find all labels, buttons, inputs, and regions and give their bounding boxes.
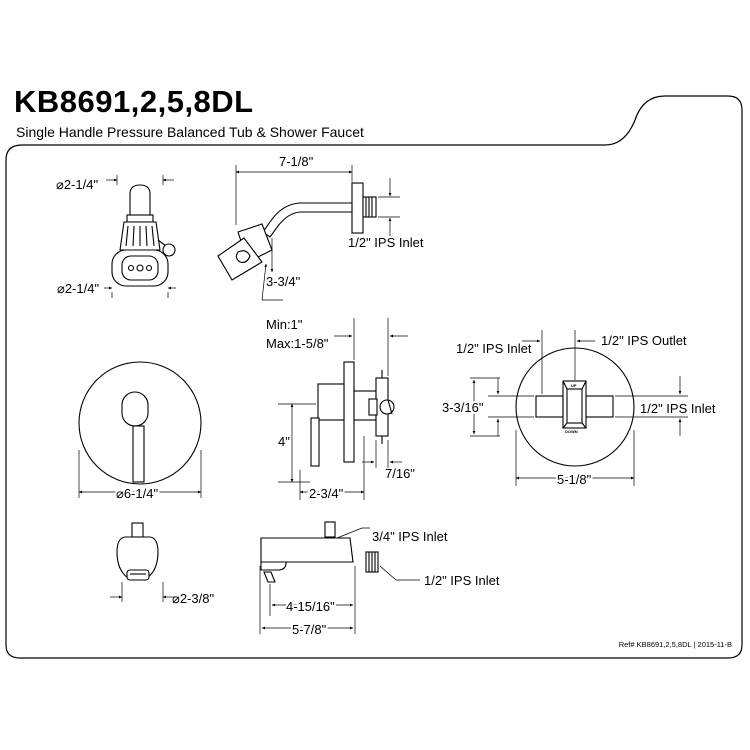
shower-arm-side-view bbox=[217, 182, 377, 281]
spout-reach: 4-15/16" bbox=[286, 599, 335, 614]
showerhead-front-view bbox=[111, 184, 176, 287]
valve-body-dimensions bbox=[470, 330, 688, 486]
shower-arm-length: 7-1/8" bbox=[279, 154, 314, 169]
spout-length: 5-7/8" bbox=[292, 622, 327, 637]
valve-trim-diameter: ⌀6-1/4" bbox=[116, 486, 158, 501]
valve-projection: 2-3/4" bbox=[309, 486, 344, 501]
valve-depth-max: Max:1-5/8" bbox=[266, 336, 329, 351]
valve-body-inlet-left: 1/2" IPS Inlet bbox=[456, 341, 532, 356]
spout-inlet-top: 3/4" IPS Inlet bbox=[372, 529, 448, 544]
valve-trim-dimensions bbox=[78, 450, 202, 498]
spout-front-view bbox=[116, 522, 159, 581]
shower-arm-drop: 3-3/4" bbox=[266, 274, 301, 289]
valve-depth-min: Min:1" bbox=[266, 317, 303, 332]
spout-front-dimensions bbox=[110, 582, 175, 602]
folder-border bbox=[5, 95, 743, 659]
valve-side-dimensions bbox=[278, 318, 408, 500]
valve-body-outlet: 1/2" IPS Outlet bbox=[601, 333, 687, 348]
showerhead-dimensions: ⌀2-1/4" ⌀2-1/4" bbox=[56, 175, 176, 298]
spout-side-dimensions bbox=[259, 527, 420, 634]
reference-code: Ref# KB8691,2,5,8DL | 2015-11-B bbox=[619, 640, 732, 649]
product-description: Single Handle Pressure Balanced Tub & Sh… bbox=[16, 124, 364, 140]
valve-trim-front-view bbox=[78, 361, 202, 485]
valve-height: 4" bbox=[278, 434, 290, 449]
valve-body-height: 3-3/16" bbox=[442, 400, 484, 415]
valve-body-down-label: DOWN bbox=[565, 429, 578, 434]
spout-side-view bbox=[260, 521, 379, 583]
valve-inlet-offset: 7/16" bbox=[385, 466, 415, 481]
valve-side-view bbox=[310, 361, 395, 467]
showerhead-top-dim: ⌀2-1/4" bbox=[56, 177, 98, 192]
valve-body-front-view bbox=[515, 347, 635, 467]
model-number: KB8691,2,5,8DL bbox=[14, 84, 254, 119]
valve-body-inlet-right: 1/2" IPS Inlet bbox=[640, 401, 716, 416]
shower-arm-dimensions bbox=[235, 165, 400, 301]
showerhead-bottom-dim: ⌀2-1/4" bbox=[57, 281, 99, 296]
shower-arm-inlet: 1/2" IPS Inlet bbox=[348, 235, 424, 250]
valve-body-width: 5-1/8" bbox=[557, 472, 592, 487]
spout-inlet-bottom: 1/2" IPS Inlet bbox=[424, 573, 500, 588]
valve-body-up-label: UP bbox=[571, 383, 577, 388]
spout-front-diameter: ⌀2-3/8" bbox=[172, 591, 214, 606]
